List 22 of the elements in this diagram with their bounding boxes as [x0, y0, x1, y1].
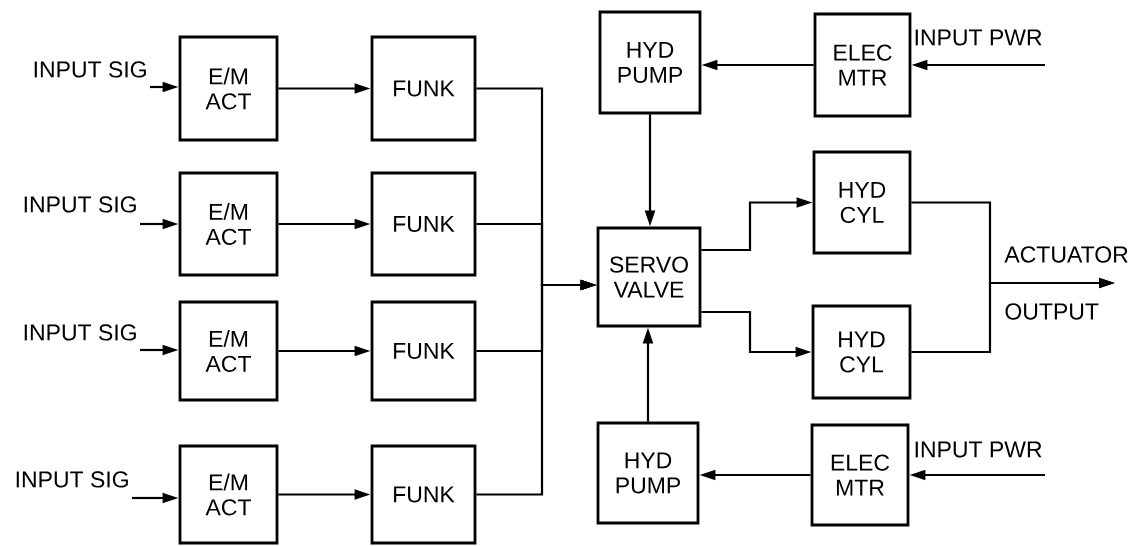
block-box: E/M ACT: [178, 35, 279, 142]
block-box: HYD CYL: [812, 150, 912, 255]
block-box: SERVO VALVE: [596, 226, 702, 328]
block-box: HYD PUMP: [598, 10, 702, 115]
input-label: INPUT PWR: [915, 441, 1042, 458]
input-label: INPUT SIG: [16, 471, 128, 488]
input-label: INPUT SIG: [24, 196, 136, 213]
block-box: FUNK: [370, 300, 477, 402]
input-label: INPUT SIG: [24, 324, 136, 341]
block-box: ELEC MTR: [813, 12, 912, 118]
block-box: E/M ACT: [178, 444, 279, 545]
output-label: ACTUATOR OUTPUT: [1004, 246, 1128, 320]
block-box: FUNK: [370, 171, 477, 277]
block-box: FUNK: [370, 444, 477, 545]
block-box: HYD CYL: [811, 304, 912, 400]
block-box: FUNK: [370, 35, 477, 142]
input-label: INPUT PWR: [915, 29, 1042, 46]
block-box: ELEC MTR: [810, 423, 910, 527]
block-box: HYD PUMP: [596, 421, 700, 525]
block-box: E/M ACT: [178, 300, 279, 402]
input-label: INPUT SIG: [34, 61, 146, 78]
block-box: E/M ACT: [178, 171, 279, 277]
